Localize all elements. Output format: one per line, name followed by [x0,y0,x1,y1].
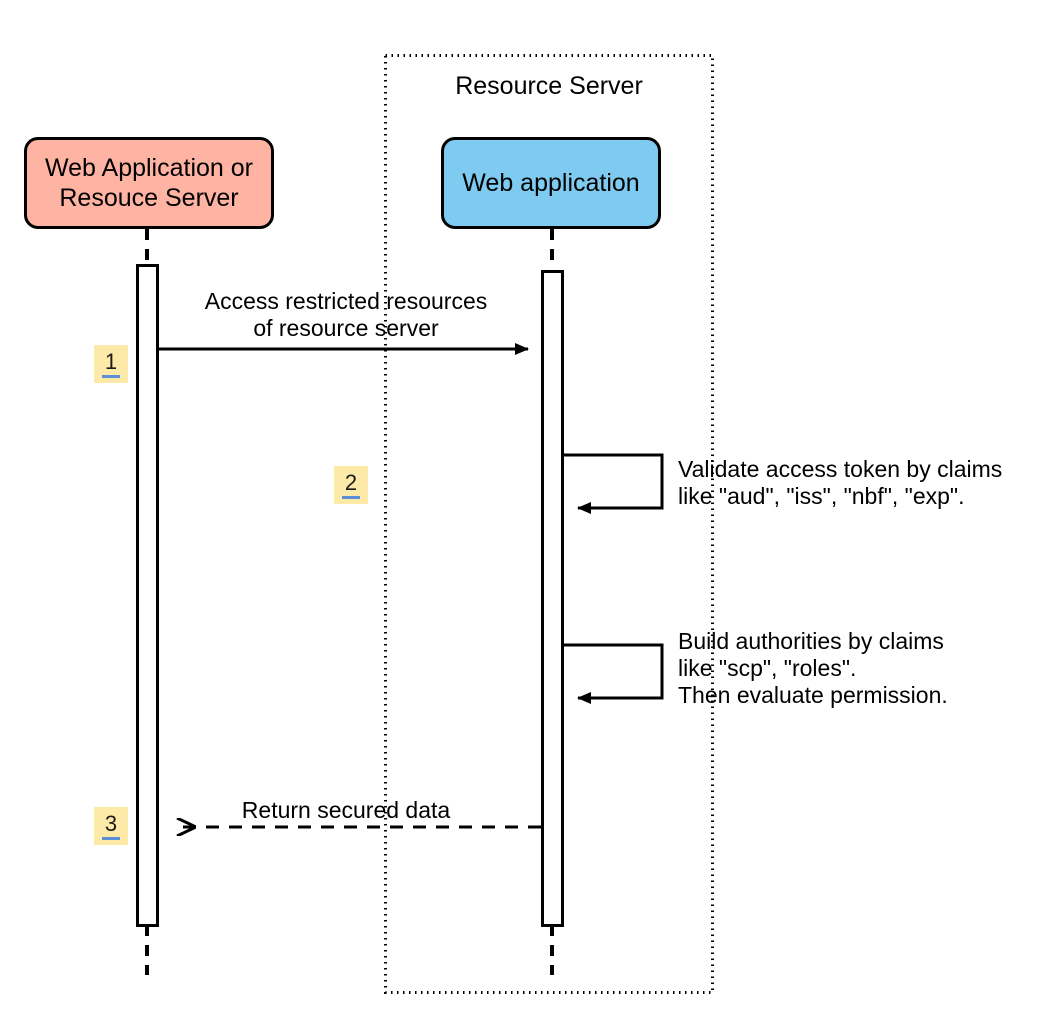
step-number-3-text: 3 [101,812,121,840]
step-number-badge-1[interactable]: 1 [94,345,128,383]
participant-web-application-or-resource-server[interactable]: Web Application or Resouce Server [24,137,274,229]
message-1-label: Access restricted resources of resource … [204,288,488,342]
participant-left-label: Web Application or Resouce Server [45,154,253,212]
message-3-self-call-arrow [563,643,664,704]
message-2-note-label: Validate access token by claims like "au… [678,456,1003,510]
step-number-2-text: 2 [341,471,361,499]
message-3-note-label: Build authorities by claims like "scp", … [678,628,948,709]
participant-right-label: Web application [462,169,640,197]
step-number-1-text: 1 [101,350,121,378]
step-number-badge-2[interactable]: 2 [334,466,368,504]
step-number-badge-3[interactable]: 3 [94,807,128,845]
participant-web-application[interactable]: Web application [441,137,661,229]
resource-server-frame-label: Resource Server [455,72,643,100]
message-2-self-call-arrow [563,453,664,514]
message-4-label: Return secured data [241,797,451,823]
resource-server-boundary-frame [384,54,714,994]
activation-bar-right [541,270,564,927]
activation-bar-left [136,264,159,927]
